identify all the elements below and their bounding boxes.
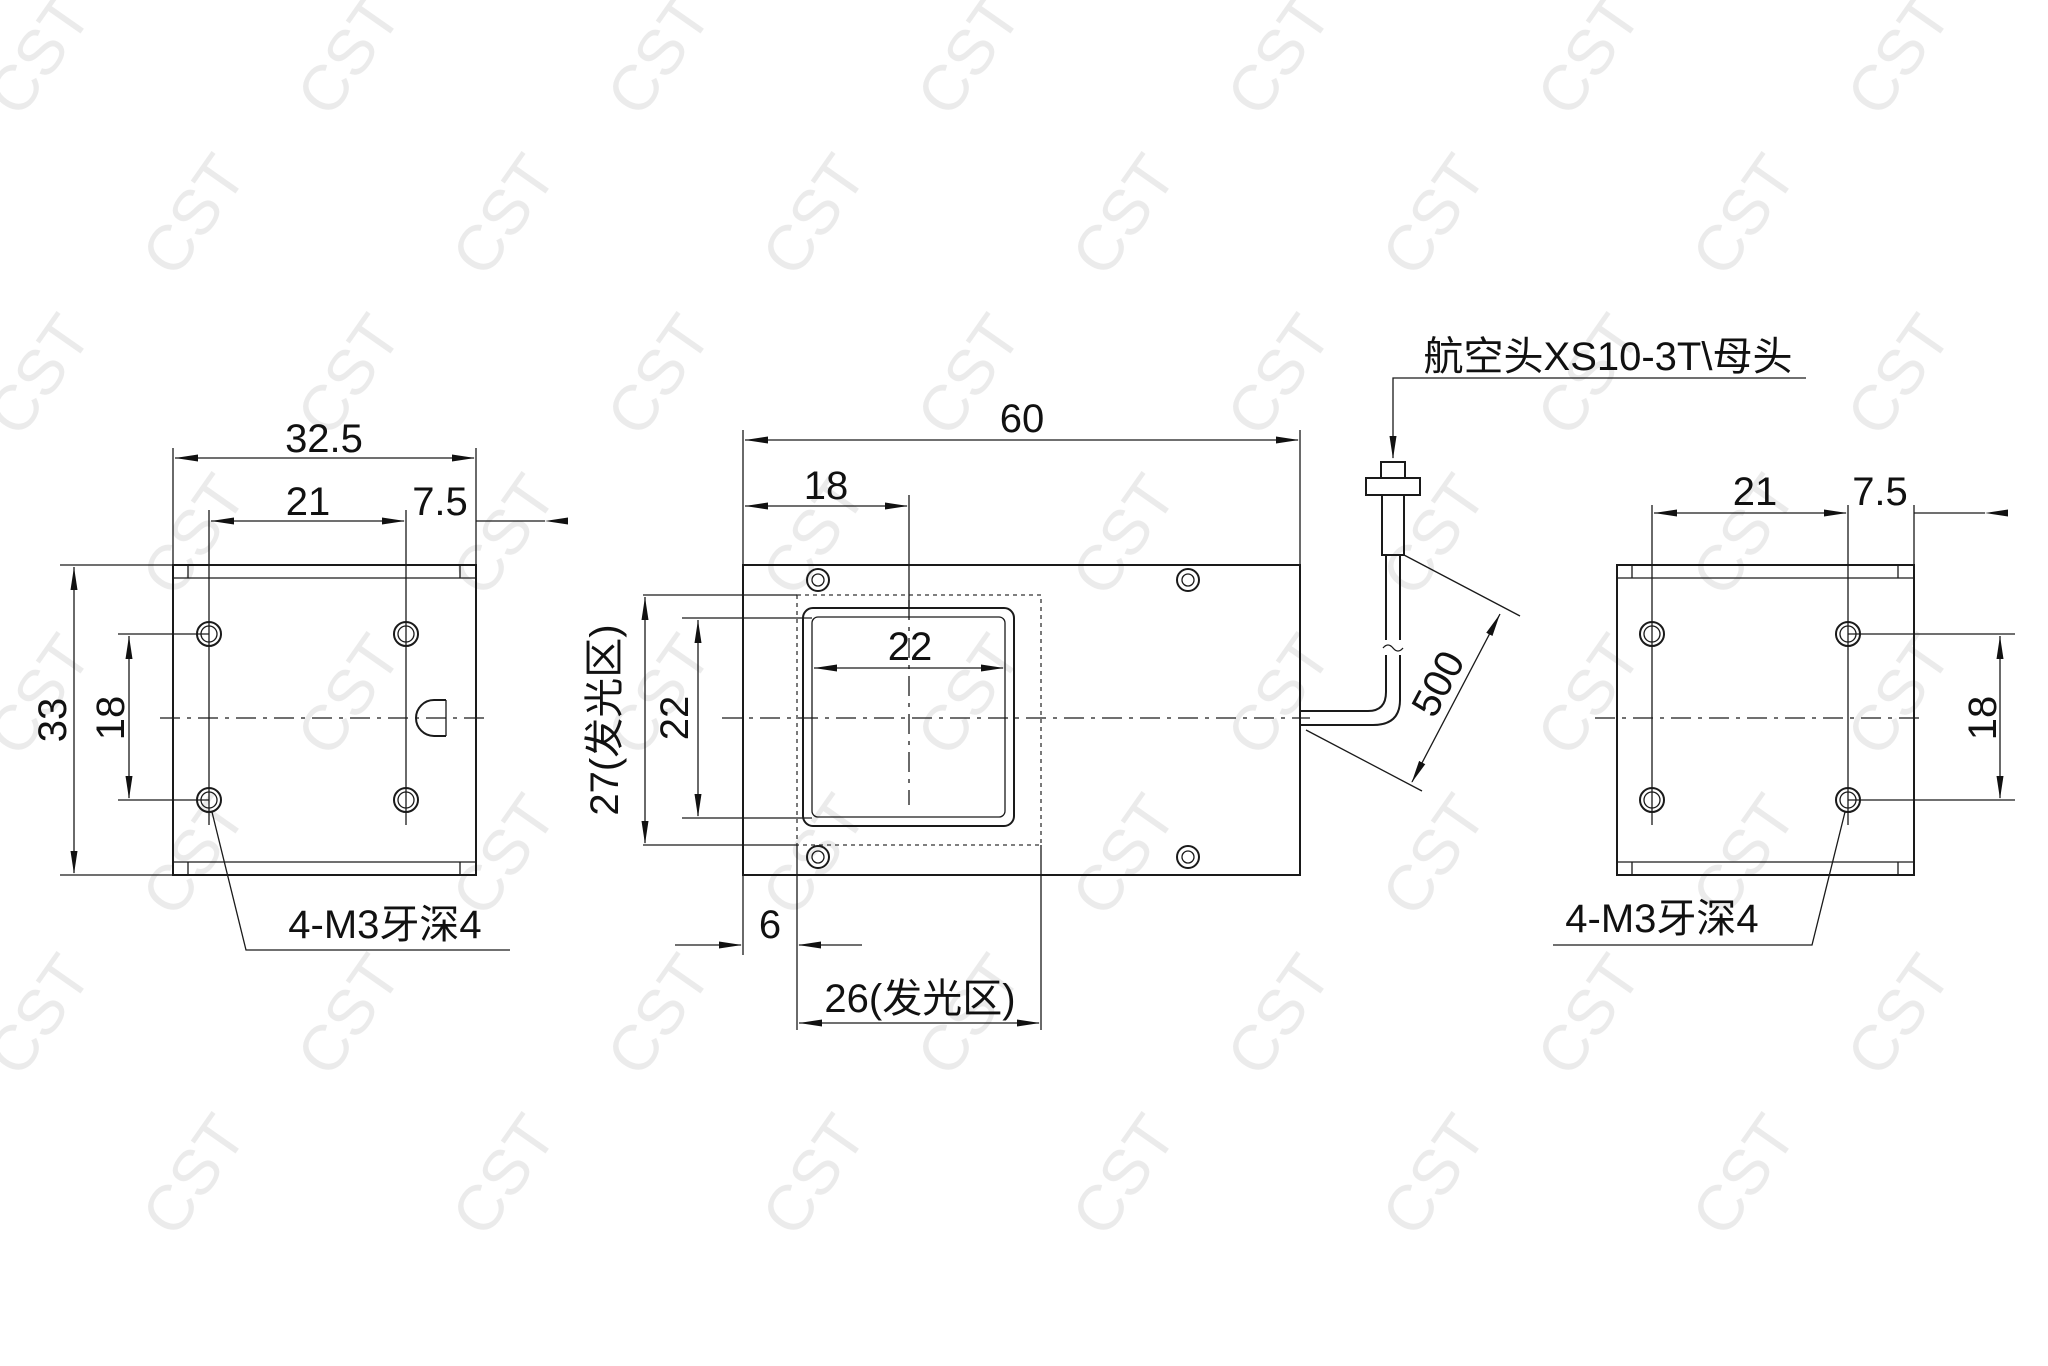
connector-note: 航空头XS10-3T\母头 xyxy=(1424,335,1793,379)
dim-width: 32.5 xyxy=(285,417,363,461)
watermark-text: CST xyxy=(1212,302,1344,448)
right-body-outline xyxy=(1616,564,1915,876)
emitting-area xyxy=(796,594,1042,846)
watermark-text: CST xyxy=(1522,0,1654,128)
watermark-text: CST xyxy=(592,942,724,1088)
watermark-text: CST xyxy=(1212,622,1344,768)
watermark-text: CST xyxy=(1367,1102,1499,1248)
watermark-text: CST xyxy=(0,302,105,448)
right-thread-leader xyxy=(1553,811,1846,946)
thread-note-right: 4-M3牙深4 xyxy=(1565,897,1758,941)
dim-window-height: 22 xyxy=(653,696,697,741)
watermark-text: CST xyxy=(1522,942,1654,1088)
dim-height: 33 xyxy=(31,698,75,743)
right-view: 21 7.5 18 4-M3牙深4 xyxy=(1553,470,2015,946)
watermark-text: CST xyxy=(1522,622,1654,768)
watermark-text: CST xyxy=(282,942,414,1088)
watermark-text: CST xyxy=(592,302,724,448)
watermark-text: CST xyxy=(437,142,569,288)
dim-emit-width: 26(发光区) xyxy=(824,977,1015,1021)
watermark-text: CST xyxy=(437,1102,569,1248)
watermark-text: CST xyxy=(1367,142,1499,288)
watermark-text: CST xyxy=(1832,0,1964,128)
watermark-text: CST xyxy=(127,1102,259,1248)
watermark-text: CST xyxy=(127,782,259,928)
watermark-text: CST xyxy=(282,622,414,768)
watermark-text: CST xyxy=(1057,142,1189,288)
watermark-text: CST xyxy=(1367,462,1499,608)
dim-hole-offset-right: 7.5 xyxy=(1852,470,1908,514)
left-body-outline xyxy=(172,564,477,876)
watermark-text: CST xyxy=(747,1102,879,1248)
dim-window-width: 22 xyxy=(888,625,933,669)
dim-edge-offset: 6 xyxy=(759,903,781,947)
dim-hole-offset: 7.5 xyxy=(412,480,468,524)
thread-note: 4-M3牙深4 xyxy=(288,903,481,947)
watermark-text: CST xyxy=(0,622,105,768)
watermark-text: CST xyxy=(902,0,1034,128)
front-view: 60 18 22 22 27(发光区) 26(发光区) 6 500 航空头XS1… xyxy=(583,335,1806,1030)
watermark-text: CST xyxy=(0,942,105,1088)
watermark-text: CST xyxy=(1057,782,1189,928)
watermark-text: CST xyxy=(1057,1102,1189,1248)
watermark-text: CST xyxy=(1677,142,1809,288)
watermark-text: CST xyxy=(747,142,879,288)
dim-emit-height: 27(发光区) xyxy=(583,624,627,815)
dim-hole-spacing-y: 18 xyxy=(89,696,133,741)
watermark-text: CST xyxy=(1677,1102,1809,1248)
watermark-text: CST xyxy=(1832,622,1964,768)
watermark-text: CST xyxy=(1212,942,1344,1088)
dim-hole-spacing-x: 21 xyxy=(286,480,331,524)
watermark-text: CST xyxy=(282,0,414,128)
front-screws xyxy=(806,568,1200,869)
dim-cable-length: 500 xyxy=(1403,644,1473,724)
watermark-text: CST xyxy=(1367,782,1499,928)
watermark-text: CST xyxy=(0,0,105,128)
watermark-text: CST xyxy=(592,0,724,128)
dim-window-offset: 18 xyxy=(804,464,849,508)
dim-hole-spacing-y-right: 18 xyxy=(1961,696,2005,741)
watermark-text: CST xyxy=(1057,462,1189,608)
watermark-text: CST xyxy=(127,142,259,288)
front-body-outline xyxy=(742,564,1301,876)
left-thread-leader xyxy=(211,811,510,951)
watermark-text: CST xyxy=(1832,942,1964,1088)
watermark-text: CST xyxy=(1832,302,1964,448)
watermark-text: CST xyxy=(1212,0,1344,128)
dim-length: 60 xyxy=(1000,397,1045,441)
watermark-text: CST xyxy=(127,462,259,608)
left-view: 32.5 21 7.5 33 18 4-M3牙深4 xyxy=(31,417,568,951)
cable xyxy=(1300,555,1404,726)
aviation-connector xyxy=(1365,461,1421,556)
dim-hole-spacing-x-right: 21 xyxy=(1733,470,1778,514)
